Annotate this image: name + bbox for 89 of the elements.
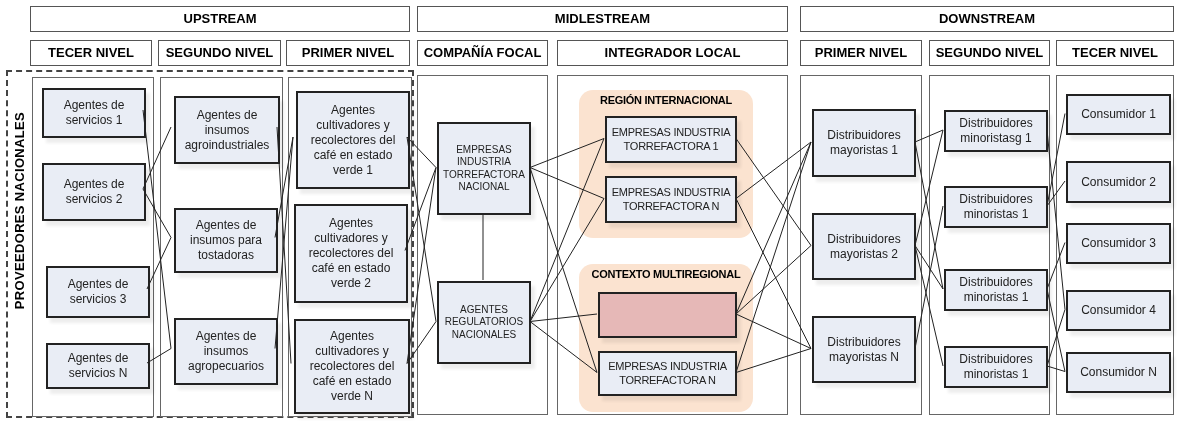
process-box: Agentes de servicios N <box>46 343 150 389</box>
process-box: EMPRESAS INDUSTRIA TORREFACTORA N <box>598 351 737 396</box>
connector-line <box>146 348 172 364</box>
process-box: AGENTES REGULATORIOS NACIONALES <box>437 281 531 364</box>
column-panel <box>1056 75 1174 415</box>
process-box <box>598 292 737 338</box>
process-box: Agentes de servicios 3 <box>46 266 150 318</box>
process-box: Distribuidores mayoristas 1 <box>812 109 916 177</box>
connector-line <box>529 167 605 199</box>
header-bar: DOWNSTREAM <box>800 6 1174 32</box>
connector-line <box>735 141 812 199</box>
connector-line <box>529 313 598 322</box>
connector-line <box>914 129 944 143</box>
connector-line <box>406 136 437 322</box>
connector-line <box>735 138 812 246</box>
connector-line <box>914 245 944 367</box>
header-bar: SEGUNDO NIVEL <box>158 40 281 66</box>
header-bar: TECER NIVEL <box>1056 40 1174 66</box>
connector-line <box>529 321 598 373</box>
connector-line <box>482 213 484 281</box>
header-bar: TECER NIVEL <box>30 40 152 66</box>
process-box: Consumidor 2 <box>1066 161 1171 203</box>
connector-line <box>1046 180 1066 207</box>
process-box: Consumidor 3 <box>1066 223 1171 264</box>
connector-line <box>142 126 172 190</box>
process-box: Agentes cultivadores y recolectores del café en estado verde 2 <box>294 204 408 303</box>
dashed-group-frame <box>6 70 414 418</box>
connector-line <box>142 109 172 349</box>
connector-line <box>529 167 598 373</box>
connector-line <box>406 321 437 364</box>
header-bar: PRIMER NIVEL <box>286 40 410 66</box>
process-box: Distribuidores minoristas 1 <box>944 346 1048 388</box>
connector-line <box>142 188 172 238</box>
connector-line <box>735 141 812 373</box>
process-box: EMPRESAS INDUSTRIA TORREFACTORA NACIONAL <box>437 122 531 215</box>
connector-line <box>146 237 172 290</box>
connector-line <box>406 167 437 364</box>
header-bar: UPSTREAM <box>30 6 410 32</box>
process-box: Consumidor 1 <box>1066 94 1171 135</box>
process-box: Agentes de insumos agroindustriales <box>174 96 280 164</box>
connector-line <box>1046 242 1066 290</box>
column-panel <box>417 75 548 415</box>
connector-line <box>914 129 944 246</box>
header-bar: PRIMER NIVEL <box>800 40 922 66</box>
region-band <box>579 264 753 412</box>
connector-line <box>735 313 812 349</box>
header-bar: COMPAÑÍA FOCAL <box>417 40 548 66</box>
connector-line <box>735 348 812 373</box>
header-bar: MIDLESTREAM <box>417 6 788 32</box>
connector-line <box>1046 309 1066 367</box>
process-box: Distribuidores mayoristas N <box>812 316 916 383</box>
connector-line <box>276 126 292 364</box>
column-panel <box>557 75 788 415</box>
process-box: Agentes de insumos para tostadoras <box>174 208 278 273</box>
connector-line <box>406 136 437 168</box>
header-bar: SEGUNDO NIVEL <box>929 40 1050 66</box>
connector-line <box>914 205 944 349</box>
process-box: Distribuidores minoristasg 1 <box>944 110 1048 152</box>
column-panel <box>32 77 154 417</box>
header-bar: INTEGRADOR LOCAL <box>557 40 788 66</box>
band-title: REGIÓN INTERNACIONAL <box>599 93 733 108</box>
process-box: Distribuidores mayoristas 2 <box>812 213 916 280</box>
process-box: EMPRESAS INDUSTRIA TORREFACTORA 1 <box>605 116 737 163</box>
connector-line <box>1046 288 1066 372</box>
connector-line <box>735 245 812 315</box>
process-box: Agentes cultivadores y recolectores del café en estado verde N <box>294 319 410 414</box>
connector-line <box>1046 365 1066 372</box>
process-box: Distribuidores minoristas 1 <box>944 186 1048 228</box>
process-box: Consumidor N <box>1066 352 1171 393</box>
process-box: Agentes de servicios 2 <box>42 163 146 221</box>
column-panel <box>288 77 412 417</box>
process-box: Consumidor 4 <box>1066 290 1171 331</box>
connector-line <box>274 136 294 349</box>
connector-line <box>529 198 605 322</box>
region-band <box>579 90 753 238</box>
column-panel <box>160 77 283 417</box>
column-panel <box>800 75 922 415</box>
connector-line <box>404 167 437 251</box>
connector-line <box>914 245 944 290</box>
process-box: Agentes de servicios 1 <box>42 88 146 138</box>
group-title: PROVEEDORES NACIONALES <box>11 112 28 310</box>
connector-line <box>529 138 605 168</box>
process-box: Distribuidores minoristas 1 <box>944 269 1048 311</box>
process-box: Agentes cultivadores y recolectores del café en estado verde 1 <box>296 91 410 189</box>
process-box: EMPRESAS INDUSTRIA TORREFACTORA N <box>605 176 737 223</box>
connector-line <box>735 198 812 349</box>
band-title: CONTEXTO MULTIREGIONAL <box>590 267 742 282</box>
process-box: Agentes de insumos agropecuarios <box>174 318 278 385</box>
column-panel <box>929 75 1050 415</box>
